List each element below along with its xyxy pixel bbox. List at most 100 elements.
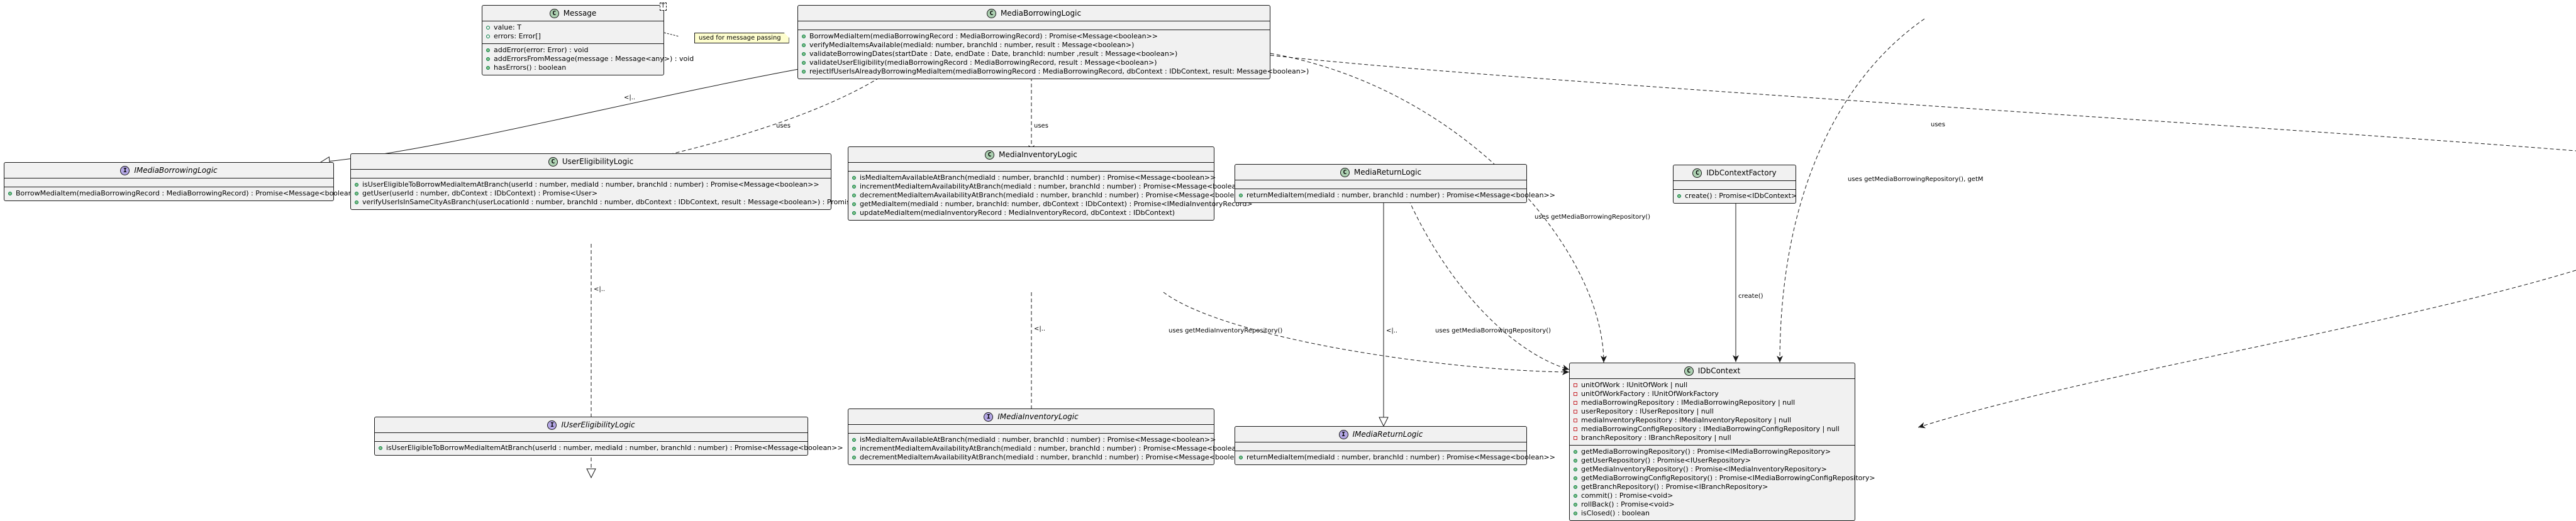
template-parameter: T xyxy=(659,3,667,11)
class-stereotype-icon: C xyxy=(1340,167,1350,177)
methods-section: isMediaItemAvailableAtBranch(mediaId : n… xyxy=(848,434,1254,464)
method: returnMediaItem(mediaId : number, branch… xyxy=(1239,453,1555,462)
method: rejectIfUserIsAlreadyBorrowingMediaItem(… xyxy=(802,67,1309,76)
fields-section: value: T errors: Error[] xyxy=(482,21,663,44)
class-name: MediaInventoryLogic xyxy=(999,150,1077,159)
methods-section: returnMediaItem(mediaId : number, branch… xyxy=(1235,451,1555,464)
methods-section: getMediaBorrowingRepository() : Promise<… xyxy=(1570,446,1875,520)
method: verifyUserIsInSameCityAsBranch(userLocat… xyxy=(355,198,880,207)
method: validateBorrowingDates(startDate : Date,… xyxy=(802,50,1266,58)
public-visibility-icon xyxy=(852,185,856,189)
method: verifyMediaItemsAvailable(mediaId: numbe… xyxy=(802,41,1266,50)
field: userRepository : IUserRepository | null xyxy=(1574,407,1851,416)
class-name: Message xyxy=(563,9,597,18)
interface-imedia-borrowing-logic: I IMediaBorrowingLogic BorrowMediaItem(m… xyxy=(4,162,364,201)
edge-borrowing-uses-dbcontext xyxy=(1270,53,1607,363)
public-visibility-icon xyxy=(802,43,806,47)
interface-stereotype-icon: I xyxy=(984,412,994,422)
method: isMediaItemAvailableAtBranch(mediaId : n… xyxy=(852,173,1216,182)
class-header: C IDbContext xyxy=(1570,363,1855,379)
edge-label-realizes-borrowing: <|.. xyxy=(624,94,636,101)
method: addErrorsFromMessage(message : Message<a… xyxy=(486,55,694,63)
public-visibility-icon xyxy=(379,446,382,450)
edge-borrowing-uses-offscreen xyxy=(1270,55,2576,151)
note-message-passing: used for message passing xyxy=(694,33,789,43)
edge-label-realizes-inventory: <|.. xyxy=(1034,326,1046,332)
class-message: T C Message value: T errors: Error[] add… xyxy=(482,3,694,75)
class-stereotype-icon: C xyxy=(986,8,996,18)
public-visibility-icon xyxy=(1574,512,1577,515)
edge-label-uses-inventory: uses xyxy=(1034,123,1048,129)
class-header: C MediaReturnLogic xyxy=(1235,165,1526,180)
method: getMediaBorrowingRepository() : Promise<… xyxy=(1574,447,1851,456)
class-header: I IUserEligibilityLogic xyxy=(375,417,808,433)
method: getMediaItem(mediaId : number, branchId:… xyxy=(852,200,1253,209)
class-name: MediaBorrowingLogic xyxy=(1000,9,1082,18)
methods-section: addError(error: Error) : void addErrorsF… xyxy=(482,44,694,75)
field: value: T xyxy=(486,23,660,32)
class-stereotype-icon: C xyxy=(1684,366,1694,376)
class-header: C IDbContextFactory xyxy=(1674,165,1796,181)
public-visibility-icon xyxy=(1574,485,1577,489)
methods-section: isUserEligibleToBorrowMediaItemAtBranch(… xyxy=(375,442,843,455)
method: validateUserEligibility(mediaBorrowingRe… xyxy=(802,58,1266,67)
interface-imedia-return-logic: I IMediaReturnLogic returnMediaItem(medi… xyxy=(1235,426,1555,465)
edge-label-uses-borrowing-repo-return: uses getMediaBorrowingRepository() xyxy=(1435,327,1552,334)
public-visibility-icon xyxy=(852,456,856,459)
method: decrementMediaItemAvailabilityAtBranch(m… xyxy=(852,191,1254,200)
method: returnMediaItem(mediaId : number, branch… xyxy=(1239,191,1555,200)
class-idbcontext: C IDbContext unitOfWork : IUnitOfWork | … xyxy=(1569,363,1875,521)
public-visibility-icon xyxy=(802,70,806,74)
class-stereotype-icon: C xyxy=(1692,168,1702,178)
methods-section: isMediaItemAvailableAtBranch(mediaId : n… xyxy=(848,172,1254,220)
edge-offscreen-to-dbcontext-right xyxy=(1918,270,2576,429)
public-visibility-icon xyxy=(1574,494,1577,498)
method: getBranchRepository() : Promise<IBranchR… xyxy=(1574,483,1851,491)
edge-label-uses-eligibility: uses xyxy=(776,123,791,129)
edge-label-realizes-return: <|.. xyxy=(1386,327,1398,334)
class-stereotype-icon: C xyxy=(549,8,559,18)
class-header: C Message xyxy=(482,6,663,21)
method: getMediaBorrowingConfigRepository() : Pr… xyxy=(1574,474,1875,483)
class-name: IMediaBorrowingLogic xyxy=(134,166,218,175)
method: commit() : Promise<void> xyxy=(1574,491,1851,500)
method: isClosed() : boolean xyxy=(1574,509,1851,518)
class-user-eligibility-logic: C UserEligibilityLogic isUserEligibleToB… xyxy=(350,153,880,210)
class-name: IDbContext xyxy=(1697,366,1741,375)
fields-section xyxy=(848,425,1214,434)
public-visibility-icon xyxy=(486,66,490,70)
fields-section: unitOfWork : IUnitOfWork | null unitOfWo… xyxy=(1570,379,1855,446)
method: getUser(userId : number, dbContext : IDb… xyxy=(355,189,827,198)
private-visibility-icon xyxy=(1574,383,1577,387)
field: errors: Error[] xyxy=(486,32,660,41)
edge-label-create: create() xyxy=(1738,293,1763,300)
private-visibility-icon xyxy=(1574,427,1577,431)
fields-section xyxy=(1235,180,1526,189)
methods-section: returnMediaItem(mediaId : number, branch… xyxy=(1235,189,1555,202)
fields-section xyxy=(1674,181,1796,190)
fields-section xyxy=(1235,442,1526,451)
public-visibility-icon xyxy=(802,61,806,65)
public-visibility-icon xyxy=(852,194,856,197)
public-visibility-icon xyxy=(1574,468,1577,471)
method: isUserEligibleToBorrowMediaItemAtBranch(… xyxy=(355,180,827,189)
class-stereotype-icon: C xyxy=(985,150,995,160)
method: hasErrors() : boolean xyxy=(486,63,660,72)
edge-offscreen-uses-dbcontext xyxy=(1777,18,1925,363)
public-visibility-icon xyxy=(802,52,806,56)
class-name: UserEligibilityLogic xyxy=(562,157,634,166)
edge-borrowing-realizes xyxy=(321,69,799,162)
interface-iuser-eligibility-logic: I IUserEligibilityLogic isUserEligibleTo… xyxy=(374,417,843,456)
public-visibility-icon xyxy=(1574,450,1577,454)
class-header: C MediaInventoryLogic xyxy=(848,147,1214,163)
method: addError(error: Error) : void xyxy=(486,46,660,55)
field: mediaBorrowingRepository : IMediaBorrowi… xyxy=(1574,398,1851,407)
methods-section: isUserEligibleToBorrowMediaItemAtBranch(… xyxy=(351,178,880,209)
field: unitOfWorkFactory : IUnitOfWorkFactory xyxy=(1574,390,1851,398)
class-header: I IMediaReturnLogic xyxy=(1235,427,1526,442)
edge-label-uses-borrowing-repo: uses getMediaBorrowingRepository() xyxy=(1535,214,1651,221)
public-visibility-icon xyxy=(355,183,358,187)
field: unitOfWork : IUnitOfWork | null xyxy=(1574,381,1851,390)
method: getMediaInventoryRepository() : Promise<… xyxy=(1574,465,1851,474)
class-header: I IMediaInventoryLogic xyxy=(848,409,1214,425)
